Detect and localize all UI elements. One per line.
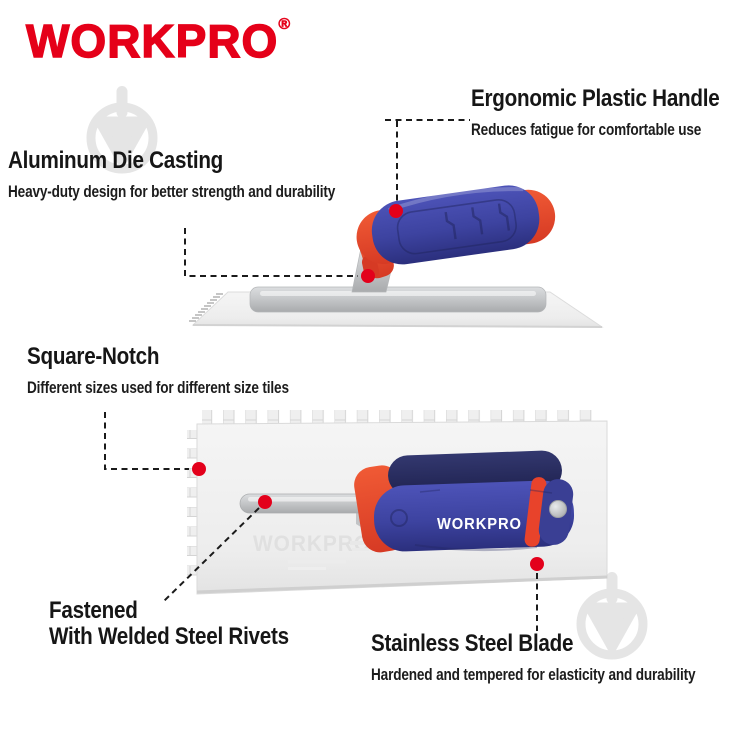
callout-aluminum-subtitle: Heavy-duty design for better strength an… (8, 182, 336, 201)
marker-dot-ergonomic (389, 204, 403, 218)
bottom-blade-top-notches (202, 410, 601, 425)
marker-dot-square-notch (192, 462, 206, 476)
marker-dot-aluminum (361, 269, 375, 283)
callout-ergonomic-subtitle: Reduces fatigue for comfortable use (471, 120, 702, 139)
brand-logo: WORKPRO® (25, 14, 291, 68)
top-blade-notch-ticks (189, 293, 223, 322)
callout-rivets: Fastened With Welded Steel Rivets (49, 598, 328, 650)
handle-brand-text: WORKPRO (437, 515, 522, 533)
callout-square-notch-title: Square-Notch (27, 343, 160, 370)
marker-dot-rivets (258, 495, 272, 509)
callout-aluminum-title: Aluminum Die Casting (8, 147, 224, 174)
callout-blade: Stainless Steel Blade Hardened and tempe… (371, 631, 750, 685)
callout-blade-subtitle: Hardened and tempered for elasticity and… (371, 665, 696, 684)
handle-end-rivet (549, 500, 567, 518)
callout-ergonomic: Ergonomic Plastic Handle Reduces fatigue… (471, 86, 750, 140)
callout-square-notch: Square-Notch Different sizes used for di… (27, 344, 354, 398)
brand-logo-text: WORKPRO (25, 14, 279, 67)
top-trowel-photo (189, 185, 604, 328)
watermark-trowel-icon (576, 572, 648, 660)
top-trowel-handle (356, 185, 556, 265)
bottom-blade-left-notches (187, 430, 198, 583)
handle-logo-emboss (390, 509, 408, 527)
leader-rivets (163, 507, 260, 602)
leader-aluminum (184, 228, 358, 277)
callout-rivets-title-line1: Fastened (49, 597, 138, 624)
marker-dot-blade (530, 557, 544, 571)
callout-blade-title: Stainless Steel Blade (371, 630, 574, 657)
watermark-trowel-icon (86, 86, 158, 174)
callout-aluminum: Aluminum Die Casting Heavy-duty design f… (8, 148, 417, 202)
handle-blue-body (373, 480, 575, 552)
callout-ergonomic-title: Ergonomic Plastic Handle (471, 85, 720, 112)
callout-rivets-title-line2: With Welded Steel Rivets (49, 623, 289, 650)
callout-square-notch-subtitle: Different sizes used for different size … (27, 378, 289, 397)
bottom-trowel-photo: WORKPRO (187, 410, 608, 595)
registered-trademark-symbol: ® (278, 16, 291, 34)
bottom-trowel-handle: WORKPRO (354, 450, 575, 553)
leader-ergonomic (385, 119, 470, 203)
handle-end-red-band (524, 477, 547, 547)
leader-square-notch (104, 412, 189, 470)
top-trowel-mounting-bar (249, 286, 547, 313)
